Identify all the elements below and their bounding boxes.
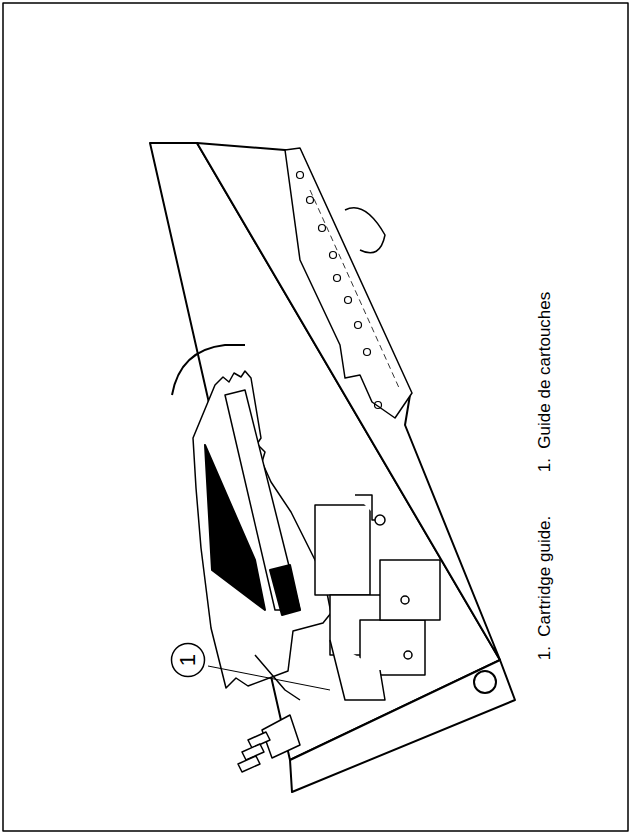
callout-number: 1 xyxy=(175,654,201,666)
callout-circle-shape xyxy=(172,644,205,677)
mechanism xyxy=(315,495,440,700)
end-hole xyxy=(474,671,496,693)
leader-line xyxy=(208,666,330,690)
housing-end xyxy=(290,660,515,792)
housing-side xyxy=(197,143,500,660)
page-frame xyxy=(3,3,628,831)
follower xyxy=(255,655,300,700)
caption-text: 1. Guide de cartouches xyxy=(535,292,555,473)
callout-circle: 1 xyxy=(170,642,206,678)
dark-guide-surface xyxy=(205,445,265,610)
spring-fitting xyxy=(238,715,300,772)
cutaway xyxy=(193,371,331,688)
housing-top xyxy=(150,143,500,760)
flange-lug xyxy=(345,208,385,253)
dark-guide-tip xyxy=(270,565,300,615)
flange-centre-line xyxy=(310,190,400,390)
caption-text: 1. Cartridge guide. xyxy=(535,516,555,661)
flange-plate xyxy=(285,148,412,418)
flange-holes xyxy=(297,172,382,409)
